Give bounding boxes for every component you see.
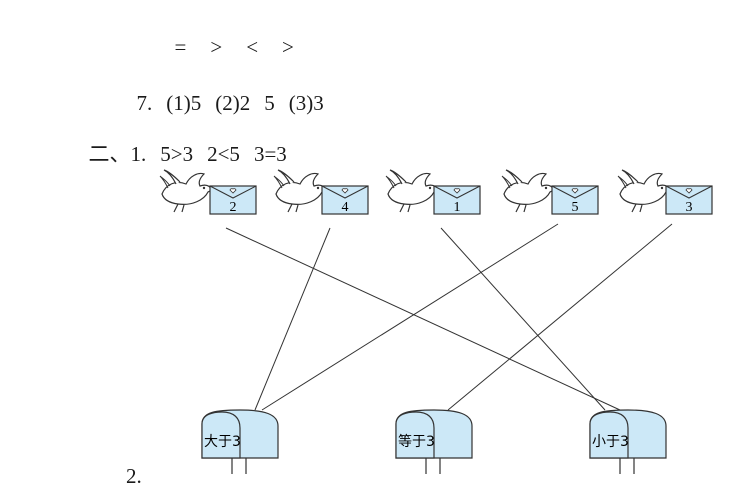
envelope-2: 4 (321, 185, 369, 215)
section2-part-3: 3=3 (253, 142, 287, 166)
mailbox-label: 等于3 (398, 433, 435, 450)
q7-part-3: 5 (264, 91, 275, 115)
dove-group-4 (501, 169, 555, 213)
q7-part-4: (3)3 (288, 91, 324, 115)
connection-lines (225, 223, 673, 411)
envelope-3: 1 (433, 185, 481, 215)
section2-part-2: 2<5 (207, 142, 240, 166)
envelope-number: 5 (572, 200, 579, 215)
envelope-4: 5 (551, 185, 599, 215)
mailbox-label: 大于3 (204, 434, 241, 450)
envelope-icon (433, 185, 481, 215)
section2-prefix: 二、1. (88, 142, 147, 166)
answer-line-7: 7. (1)5 (2)2 5 (3)3 (126, 72, 338, 114)
connection-line (225, 227, 621, 411)
envelope-1: 2 (209, 185, 257, 215)
mailbox-less-than-3: 小于3 (589, 409, 667, 475)
symbol-2: > (210, 35, 225, 59)
dove-group-2 (273, 169, 327, 213)
envelope-number: 3 (686, 200, 693, 215)
item-2-number: 2. (126, 464, 142, 488)
symbol-4: > (282, 35, 296, 59)
connection-line (261, 223, 559, 411)
answer-line-section2-1: 二、1. 5>3 2<5 3=3 (78, 123, 301, 165)
envelope-icon (209, 185, 257, 215)
q7-number: 7. (136, 91, 153, 115)
symbol-3: < (246, 35, 261, 59)
mailbox-greater-than-3: 大于3 (201, 409, 279, 475)
dove-icon (501, 169, 555, 213)
dove-group-5 (617, 169, 671, 213)
dove-icon (617, 169, 671, 213)
q7-part-2: (2)2 (215, 91, 251, 115)
connection-line (447, 223, 673, 411)
envelope-5: 3 (665, 185, 713, 215)
section2-part-1: 5>3 (160, 142, 194, 166)
dove-icon (273, 169, 327, 213)
mailbox-label: 小于3 (592, 434, 629, 450)
dove-group-3 (385, 169, 439, 213)
comparison-symbols-row: = > < > (160, 16, 318, 58)
connection-line (254, 227, 331, 411)
q7-part-1: (1)5 (166, 91, 202, 115)
envelope-number: 2 (230, 200, 237, 215)
connection-line (440, 227, 606, 411)
envelope-number: 4 (342, 200, 349, 215)
dove-icon (159, 169, 213, 213)
envelope-number: 1 (454, 200, 461, 215)
symbol-1: = (174, 35, 189, 59)
mailbox-equal-to-3: 等于3 (395, 409, 473, 475)
dove-group-1 (159, 169, 213, 213)
dove-icon (385, 169, 439, 213)
